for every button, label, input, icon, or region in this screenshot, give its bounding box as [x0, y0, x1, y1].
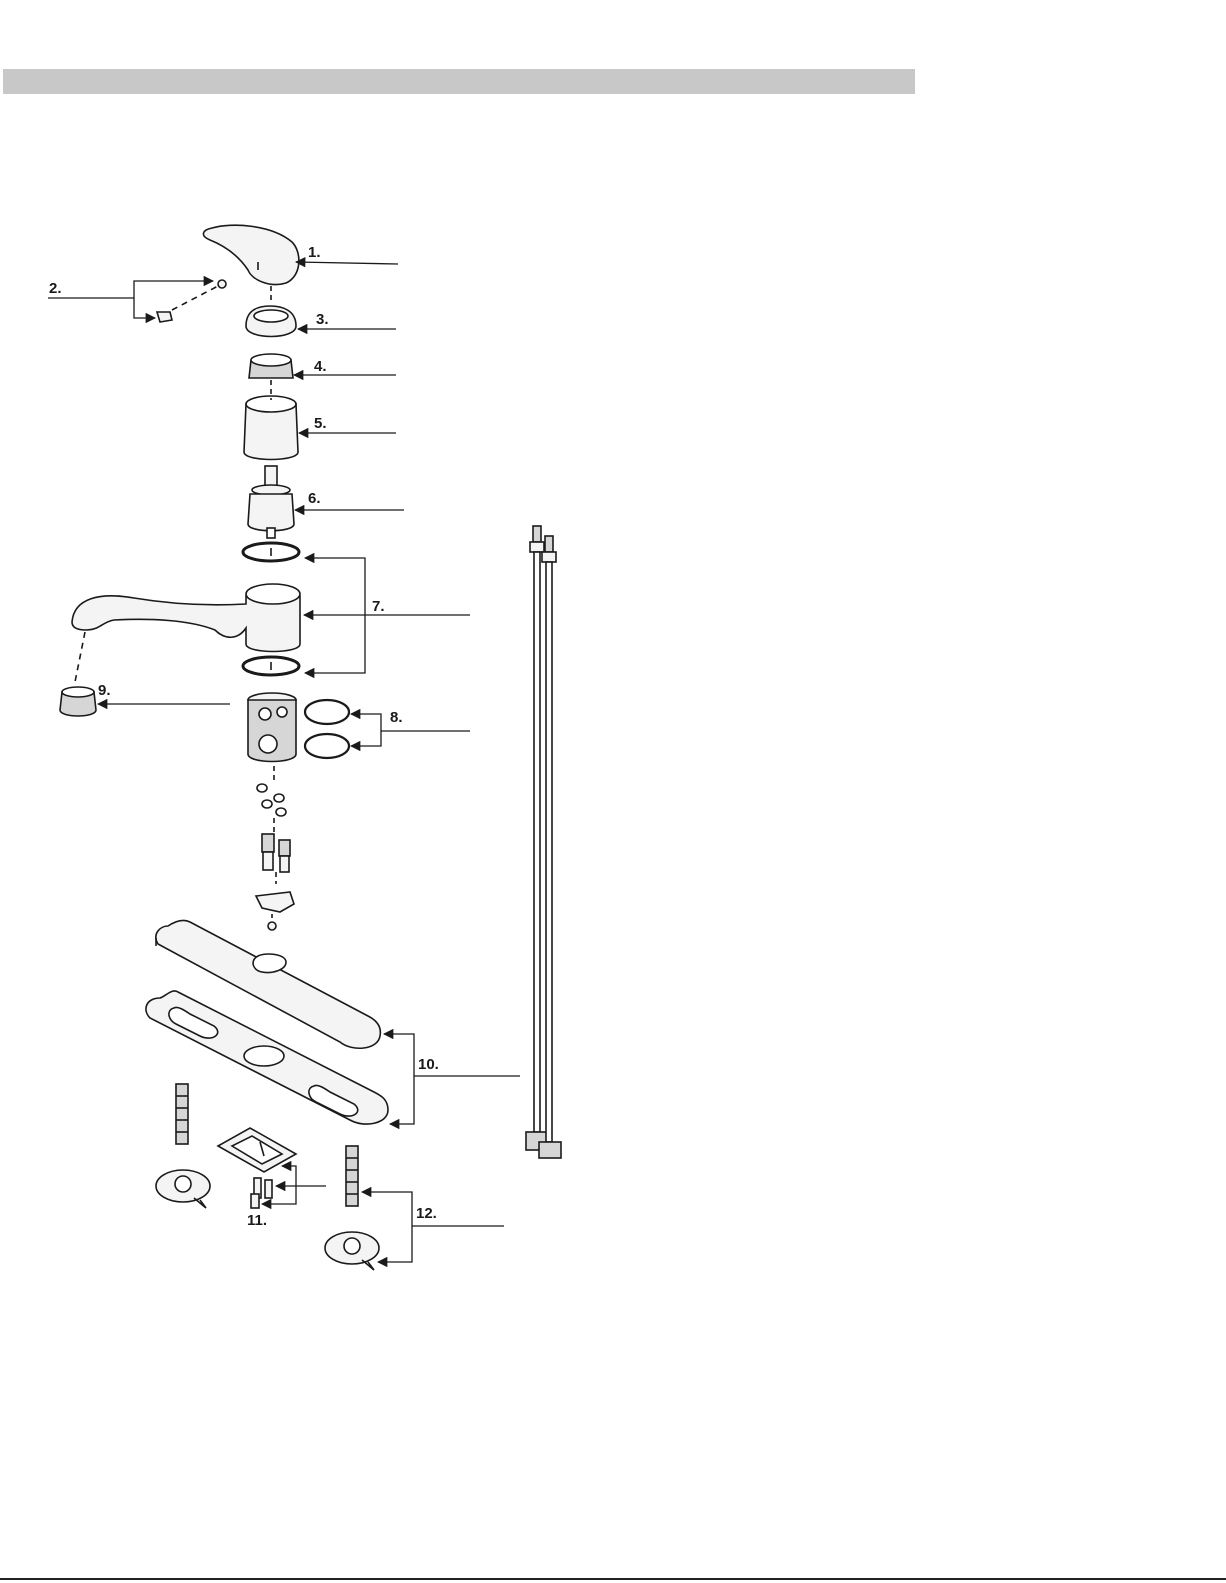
- cartridge: [248, 466, 294, 538]
- valve-body: [248, 693, 296, 780]
- cap-ring: [246, 306, 296, 337]
- part-label-2: 2.: [49, 280, 62, 297]
- part-label-1: 1.: [308, 244, 321, 261]
- mounting-stud-left: [156, 1084, 210, 1208]
- sleeve: [244, 380, 298, 460]
- retaining-nut: [249, 354, 293, 378]
- handle-lever: [203, 225, 298, 301]
- aerator: [60, 687, 96, 716]
- part-label-11: 11.: [247, 1212, 267, 1229]
- set-screw-and-cap: [157, 280, 226, 322]
- inlet-fittings: [262, 834, 290, 884]
- part-label-8: 8.: [390, 709, 403, 726]
- mounting-clip: [256, 892, 294, 930]
- spout-body: [72, 543, 300, 682]
- supply-lines: [526, 526, 561, 1158]
- mounting-stud-right: [325, 1146, 379, 1270]
- mounting-bracket: [218, 1128, 296, 1208]
- part-label-5: 5.: [314, 415, 327, 432]
- part-label-4: 4.: [314, 358, 327, 375]
- footer-rule: [0, 1578, 1226, 1580]
- small-washers: [257, 784, 286, 834]
- valve-o-rings: [305, 700, 349, 758]
- part-label-12: 12.: [416, 1205, 437, 1222]
- part-label-10: 10.: [418, 1056, 439, 1073]
- part-label-9: 9.: [98, 682, 111, 699]
- part-label-3: 3.: [316, 311, 329, 328]
- part-label-6: 6.: [308, 490, 321, 507]
- part-label-7: 7.: [372, 598, 385, 615]
